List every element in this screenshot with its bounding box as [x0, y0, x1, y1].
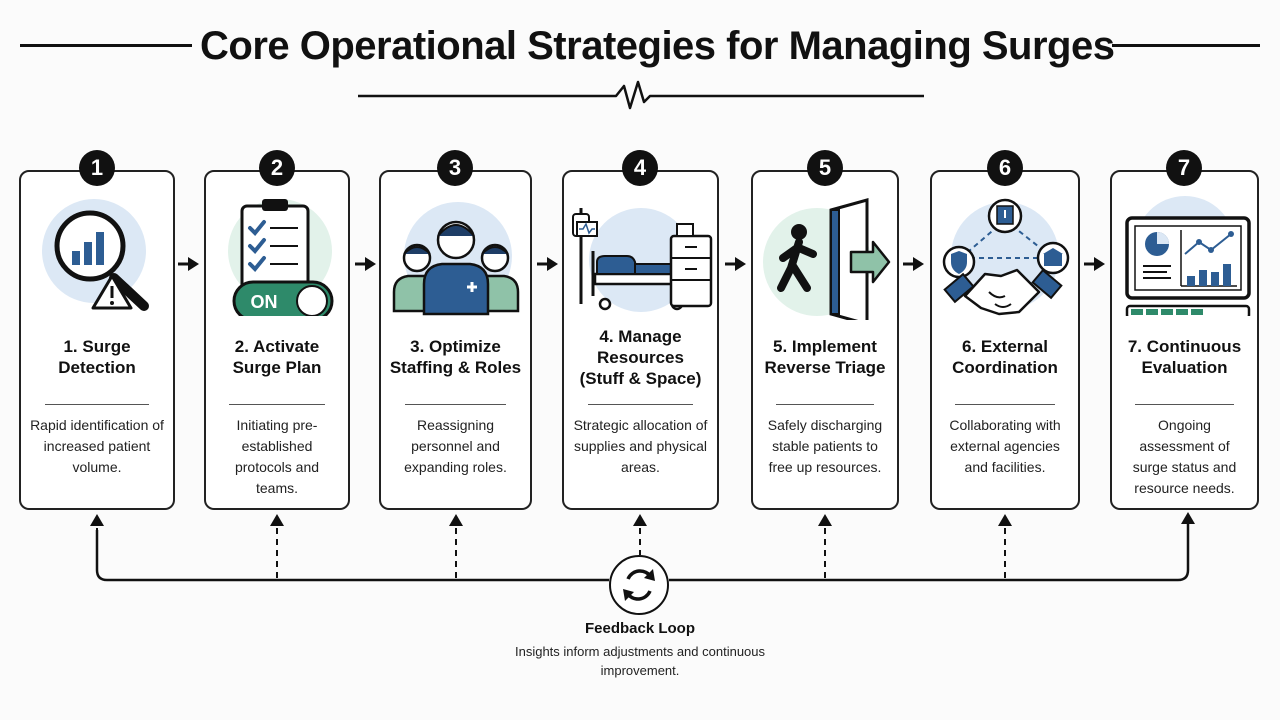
refresh-cycle-icon — [623, 569, 655, 601]
step-icon-area — [381, 196, 530, 316]
step-card-optimize-staffing: 3. Optimize Staffing & Roles Reassigning… — [379, 170, 532, 510]
step-card-reverse-triage: 5. Implement Reverse Triage Safely disch… — [751, 170, 899, 510]
step-icon-area — [1112, 196, 1257, 316]
title-bar: Core Operational Strategies for Managing… — [0, 18, 1280, 78]
handshake-network-icon — [942, 198, 1070, 316]
step-icon-area: ON — [206, 196, 348, 316]
step-divider — [404, 404, 507, 405]
exit-door-icon — [763, 198, 891, 320]
step-icon-area — [564, 196, 717, 316]
magnifier-chart-icon — [42, 199, 149, 311]
title-rule-right — [1112, 44, 1260, 47]
staff-group-icon — [392, 202, 519, 316]
step-title: 1. Surge Detection — [58, 337, 136, 377]
step-number-badge: 6 — [987, 150, 1023, 186]
step-title: 3. Optimize Staffing & Roles — [389, 337, 522, 377]
step-description: Initiating pre-established protocols and… — [234, 417, 320, 496]
feedback-loop-description: Insights inform adjustments and continuo… — [514, 644, 766, 678]
step-description: Rapid identification of increased patien… — [30, 417, 164, 475]
step-number-badge: 1 — [79, 150, 115, 186]
step-divider — [955, 404, 1055, 405]
step-divider — [45, 404, 149, 405]
flow-arrow-2 — [355, 257, 376, 271]
step-divider — [588, 404, 693, 405]
step-number-badge: 5 — [807, 150, 843, 186]
step-divider — [228, 404, 326, 405]
step-description: Safely discharging stable patients to fr… — [767, 417, 883, 475]
step-card-activate-plan: ON 2. Activate Surge Plan Initiating pre… — [204, 170, 350, 510]
step-card-manage-resources: 4. Manage Resources (Stuff & Space) Stra… — [562, 170, 719, 510]
step-divider — [1135, 404, 1234, 405]
flow-arrow-4 — [725, 257, 746, 271]
step-description: Collaborating with external agencies and… — [949, 417, 1061, 475]
step-title: 5. Implement Reverse Triage — [764, 337, 886, 377]
step-description: Strategic allocation of supplies and phy… — [573, 417, 708, 475]
step-number-badge: 3 — [437, 150, 473, 186]
flow-arrow-1 — [178, 257, 199, 271]
heartbeat-divider-icon — [358, 80, 924, 110]
step-title: 7. Continuous Evaluation — [1127, 337, 1242, 377]
step-icon-area — [21, 196, 173, 316]
step-title: 6. External Coordination — [952, 337, 1058, 377]
step-icon-area — [753, 196, 897, 320]
flow-arrow-3 — [537, 257, 558, 271]
step-divider — [776, 404, 874, 405]
feedback-loop-title: Feedback Loop — [584, 620, 696, 637]
step-icon-area — [932, 196, 1078, 316]
step-description: Ongoing assessment of surge status and r… — [1132, 417, 1237, 496]
checklist-switch-icon: ON — [228, 199, 334, 316]
feedback-loop-badge — [609, 555, 669, 615]
flow-arrow-6 — [1084, 257, 1105, 271]
switch-on-label: ON — [251, 292, 278, 312]
step-card-continuous-evaluation: 7. Continuous Evaluation Ongoing assessm… — [1110, 170, 1259, 510]
step-title: 2. Activate Surge Plan — [232, 337, 322, 377]
step-card-external-coordination: 6. External Coordination Collaborating w… — [930, 170, 1080, 510]
page-title: Core Operational Strategies for Managing… — [200, 24, 1115, 68]
step-description: Reassigning personnel and expanding role… — [404, 417, 507, 475]
step-number-badge: 2 — [259, 150, 295, 186]
step-title: 4. Manage Resources (Stuff & Space) — [579, 326, 702, 388]
step-number-badge: 4 — [622, 150, 658, 186]
flow-arrow-5 — [903, 257, 924, 271]
step-card-surge-detection: 1. Surge Detection Rapid identification … — [19, 170, 175, 510]
hospital-bed-icon — [571, 208, 712, 312]
step-number-badge: 7 — [1166, 150, 1202, 186]
title-rule-left — [20, 44, 192, 47]
monitor-dashboard-icon — [1124, 196, 1251, 316]
